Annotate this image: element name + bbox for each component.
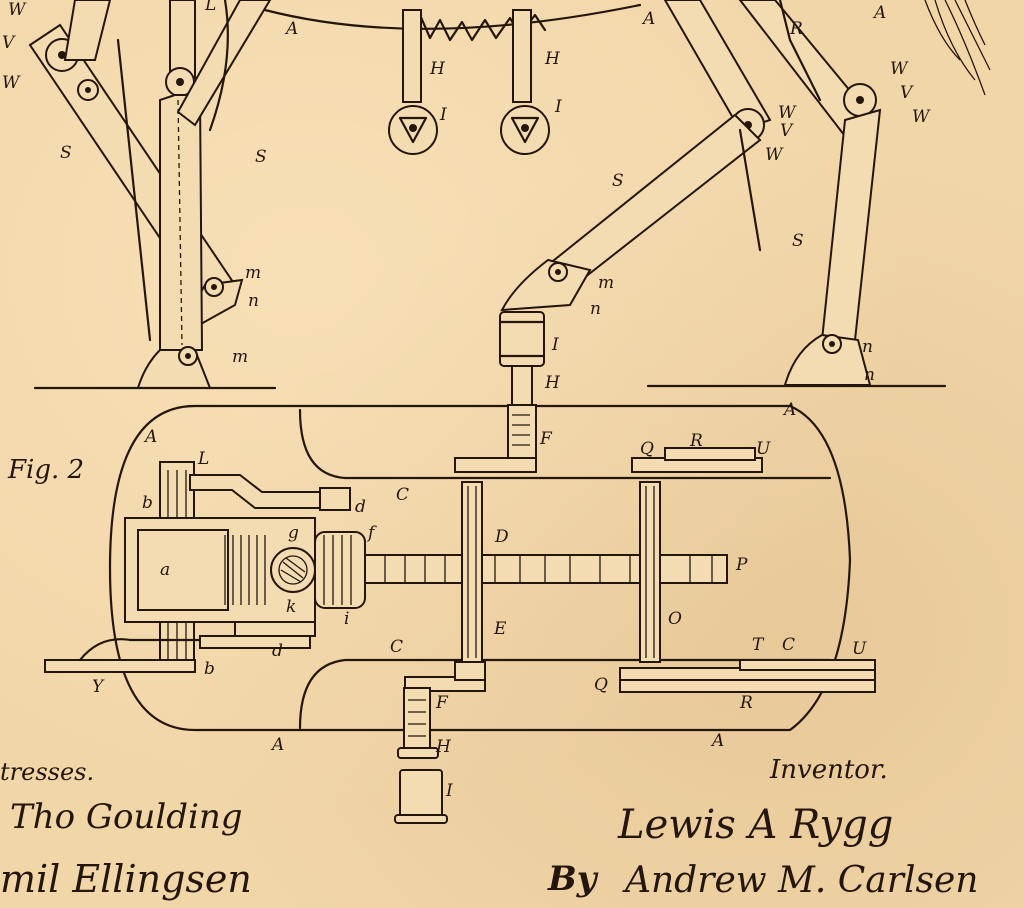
hoof-right-raised — [500, 258, 592, 312]
label-v: V — [780, 121, 794, 141]
label-s: S — [255, 147, 267, 167]
label-b: b — [204, 659, 215, 679]
label-i-small: i — [344, 609, 349, 629]
label-s: S — [612, 171, 624, 191]
label-a: A — [143, 427, 157, 447]
label-h: H — [544, 49, 561, 69]
horse-legs-figure — [28, 0, 991, 411]
bar-y — [44, 659, 196, 673]
label-m: m — [232, 347, 248, 367]
label-a: A — [641, 9, 655, 29]
label-a: A — [872, 3, 886, 23]
label-v: V — [2, 33, 16, 53]
label-d: d — [355, 497, 366, 517]
label-i: I — [445, 781, 453, 801]
witnesses-heading: tresses. — [0, 758, 94, 786]
crank-rod-right — [512, 9, 532, 103]
label-r: R — [739, 693, 753, 713]
label-i: I — [551, 335, 559, 355]
label-w: W — [2, 73, 21, 93]
label-w: W — [778, 103, 797, 123]
label-o: O — [668, 609, 682, 629]
label-a: A — [782, 400, 796, 420]
figure-label: Fig. 2 — [7, 455, 84, 485]
crank-rod-left — [402, 9, 422, 103]
label-w: W — [890, 59, 909, 79]
shaft-d-e — [461, 481, 483, 663]
signature-block: tresses. Tho Goulding mil Ellingsen Inve… — [0, 755, 978, 901]
leg-right-rear — [820, 108, 882, 341]
body-arc — [263, 3, 642, 30]
label-s: S — [792, 231, 804, 251]
label-a: A — [284, 19, 298, 39]
label-u: U — [756, 439, 771, 459]
label-a-small: a — [160, 560, 170, 580]
label-r: R — [789, 19, 803, 39]
label-m: m — [598, 273, 614, 293]
label-w: W — [8, 0, 27, 20]
label-q: Q — [640, 439, 654, 459]
label-u: U — [852, 639, 867, 659]
rack-bar — [364, 554, 728, 584]
label-n: n — [864, 365, 875, 385]
lower-roller — [399, 769, 443, 821]
reference-labels: W V W L A S S H H I I A R A W V W W V W … — [2, 0, 931, 801]
label-q: Q — [594, 675, 608, 695]
label-n: n — [248, 291, 259, 311]
label-r: R — [689, 431, 703, 451]
label-v: V — [900, 83, 914, 103]
fig2-plan-view — [44, 404, 876, 824]
label-i: I — [554, 97, 562, 117]
inventor-signature: Lewis A Rygg — [617, 802, 893, 848]
label-f: F — [435, 693, 449, 713]
label-f: F — [539, 429, 553, 449]
label-i: I — [439, 105, 447, 125]
witness-signature-2: mil Ellingsen — [0, 857, 252, 901]
label-n: n — [590, 299, 601, 319]
label-k: k — [286, 597, 296, 617]
label-p: P — [735, 555, 748, 575]
coil-spring-left — [224, 535, 266, 605]
cylinder-f — [314, 531, 366, 609]
label-a: A — [270, 735, 284, 755]
label-a: A — [710, 731, 724, 751]
label-w: W — [765, 145, 784, 165]
roller-cylinder — [499, 311, 545, 367]
label-w: W — [912, 107, 931, 127]
label-b: b — [142, 493, 153, 513]
label-s: S — [60, 143, 72, 163]
attorney-signature: Andrew M. Carlsen — [622, 860, 978, 901]
by-label: By — [547, 859, 599, 899]
label-d-upper: D — [494, 527, 509, 547]
housing-outline — [108, 404, 852, 732]
label-y: Y — [92, 677, 105, 697]
inventor-heading: Inventor. — [769, 755, 888, 785]
label-h: H — [435, 737, 452, 757]
label-c: C — [396, 485, 409, 505]
shaft-o — [639, 481, 661, 663]
label-l: L — [204, 0, 216, 15]
label-g: g — [288, 523, 299, 543]
label-l: L — [197, 449, 209, 469]
label-c: C — [390, 637, 403, 657]
label-c: C — [782, 635, 795, 655]
label-m: m — [245, 263, 261, 283]
label-h: H — [544, 373, 561, 393]
hoof-left-ground — [136, 349, 212, 389]
label-f-small: f — [366, 523, 377, 543]
label-n: n — [862, 337, 873, 357]
label-d: d — [272, 641, 283, 661]
label-e: E — [493, 619, 507, 639]
crank-top — [507, 404, 537, 461]
label-t: T — [752, 635, 765, 655]
leg-right-front — [546, 113, 762, 287]
witness-signature-1: Tho Goulding — [10, 797, 243, 837]
label-h: H — [429, 59, 446, 79]
